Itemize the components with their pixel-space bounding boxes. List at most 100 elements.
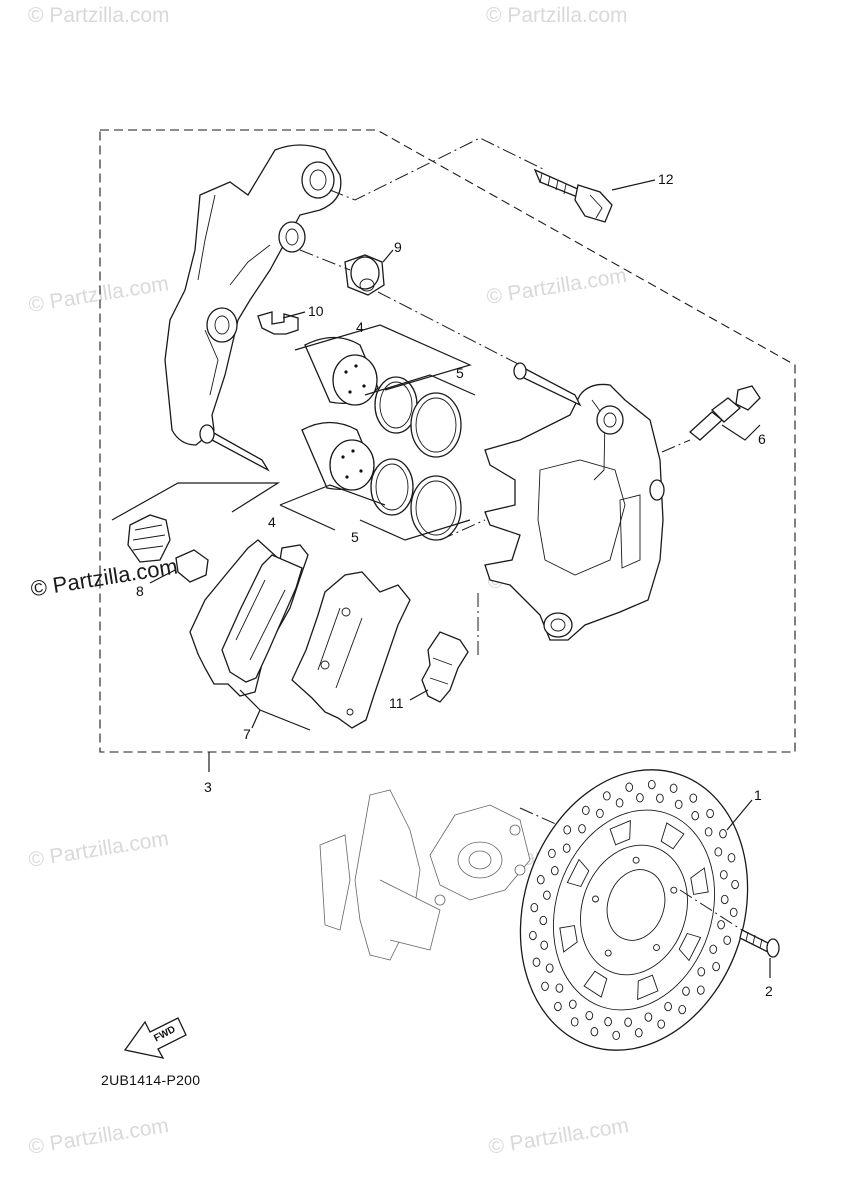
- bolt-12: [533, 168, 613, 223]
- disc-hole: [578, 824, 586, 834]
- plug-8: [127, 514, 209, 583]
- disc-hole: [720, 894, 729, 905]
- disc-hole: [727, 853, 736, 863]
- disc-hole: [717, 920, 725, 930]
- disc-hole: [555, 983, 564, 993]
- disc-hole: [563, 825, 572, 835]
- disc-hole: [682, 986, 690, 996]
- bracket-5-lower: [359, 519, 471, 541]
- disc-vent-slot: [566, 858, 590, 888]
- disc-bolt-2: [739, 929, 780, 958]
- disc-hole: [719, 829, 727, 839]
- disc-hole: [570, 1017, 579, 1027]
- disc-bolt-hole: [653, 944, 660, 952]
- disc-hole: [674, 799, 683, 810]
- disc-hole: [562, 843, 571, 853]
- caliper-bracket: [164, 144, 342, 472]
- disc-hole: [696, 985, 705, 995]
- leader-9: [382, 249, 394, 263]
- disc-vent-slot: [678, 932, 702, 962]
- disc-bolt-hole: [632, 856, 640, 864]
- bleed-valve-6: [688, 385, 761, 441]
- callout-4-upper: 4: [356, 319, 364, 335]
- disc-hole: [625, 782, 634, 792]
- bracket-6: [721, 424, 761, 441]
- disc-hole: [657, 1019, 666, 1029]
- disc-hole: [697, 967, 706, 977]
- disc-hole: [539, 915, 548, 926]
- disc-hole: [545, 963, 554, 973]
- disc-hole: [731, 879, 739, 890]
- disc-hole: [624, 1017, 632, 1027]
- disc-vent-slot: [559, 925, 578, 953]
- disc-hole: [604, 1017, 612, 1027]
- pad-spring-11: [421, 631, 469, 703]
- mount-line-1: [329, 137, 546, 201]
- leader-8: [149, 569, 176, 584]
- disc-hole: [706, 808, 714, 819]
- watermark: © Partzilla.com: [28, 4, 170, 27]
- disc-bolt-hole: [604, 949, 612, 957]
- piston-upper: [304, 336, 379, 406]
- disc-hole: [602, 791, 611, 801]
- mount-line-3: [377, 291, 521, 366]
- callout-4-lower: 4: [268, 514, 276, 530]
- disc-hole: [543, 890, 551, 900]
- callout-6: 6: [758, 431, 766, 447]
- callout-12: 12: [658, 171, 674, 187]
- callout-5-lower: 5: [351, 529, 359, 545]
- disc-hole: [612, 1030, 621, 1041]
- disc-vent-slot: [609, 819, 631, 846]
- disc-hole: [590, 1027, 599, 1037]
- disc-hole: [532, 957, 541, 967]
- disc-vent-slot: [583, 970, 608, 998]
- fwd-arrow-icon: FWD: [123, 1017, 187, 1059]
- callout-2: 2: [765, 983, 773, 999]
- leader-12: [611, 179, 656, 191]
- disc-hole: [636, 793, 644, 803]
- disc-vent-slot: [660, 822, 685, 850]
- disc-hole: [550, 866, 559, 876]
- disc-hole: [536, 875, 545, 885]
- piston-seals: [370, 376, 462, 541]
- leader-11: [409, 689, 429, 701]
- disc-hole: [540, 940, 549, 950]
- piston-lower: [301, 421, 376, 491]
- disc-vent-slot: [637, 974, 659, 1001]
- bracket-8: [111, 482, 281, 521]
- disc-hole: [691, 811, 700, 821]
- disc-hole: [568, 999, 577, 1009]
- callout-7: 7: [243, 726, 251, 742]
- callout-9: 9: [394, 239, 402, 255]
- callout-8: 8: [136, 583, 144, 599]
- brake-disc-1: [519, 769, 749, 1051]
- disc-hole: [585, 1010, 594, 1021]
- brake-pads-7: [189, 539, 411, 729]
- disc-hole: [712, 961, 720, 972]
- bracket-5-upper: [364, 374, 476, 396]
- disc-hole: [529, 930, 537, 941]
- disc-bolt-hole: [670, 886, 678, 894]
- disc-hole: [669, 783, 678, 793]
- callout-5-upper: 5: [456, 365, 464, 381]
- disc-hole: [548, 848, 556, 859]
- disc-hole: [709, 944, 718, 954]
- diagram-code: 2UB1414-P200: [101, 1072, 201, 1088]
- mount-line-disc: [679, 889, 743, 931]
- leader-10: [282, 311, 306, 319]
- disc-hole: [644, 1012, 653, 1022]
- disc-hole: [541, 981, 549, 991]
- bushing-9: [344, 254, 385, 296]
- disc-hole: [596, 808, 604, 819]
- assembly-boundary: [99, 129, 796, 753]
- bracket-4-upper: [294, 324, 472, 391]
- clip-10: [257, 311, 299, 335]
- mount-line-6: [439, 519, 486, 541]
- disc-hole: [704, 827, 713, 837]
- disc-hole: [719, 870, 728, 880]
- callout-10: 10: [308, 303, 324, 319]
- disc-hole: [581, 805, 590, 816]
- disc-hole: [554, 1001, 562, 1012]
- disc-hole: [678, 1004, 687, 1015]
